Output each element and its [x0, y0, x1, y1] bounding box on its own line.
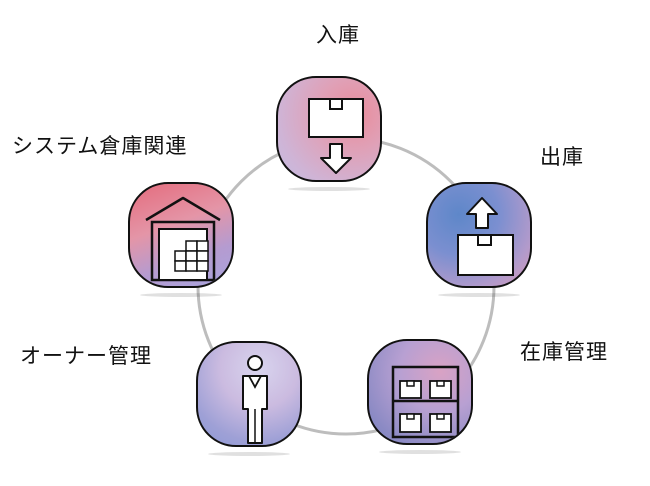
owner-shadow [208, 452, 290, 456]
node-inventory [367, 339, 477, 454]
node-outbound [426, 182, 536, 297]
label-inbound: 入庫 [316, 23, 360, 47]
box-up-arrow-icon [457, 197, 514, 276]
outbound-shadow [438, 293, 520, 297]
inventory-shadow [379, 450, 461, 454]
system-tile [128, 182, 234, 288]
inbound-tile [276, 76, 382, 182]
label-outbound: 出庫 [540, 145, 584, 169]
node-owner [196, 341, 306, 456]
inbound-shadow [288, 187, 370, 191]
shelf-boxes-icon [391, 365, 460, 439]
box-down-arrow-icon [308, 98, 364, 174]
system-shadow [140, 293, 222, 297]
inventory-tile [367, 339, 473, 445]
node-system [128, 182, 238, 297]
warehouse-icon [145, 196, 221, 282]
person-icon [242, 355, 268, 444]
node-inbound [276, 76, 386, 191]
label-owner: オーナー管理 [20, 344, 152, 368]
owner-tile [196, 341, 302, 447]
outbound-tile [426, 182, 532, 288]
label-inventory: 在庫管理 [520, 340, 608, 364]
label-system: システム倉庫関連 [12, 134, 188, 158]
